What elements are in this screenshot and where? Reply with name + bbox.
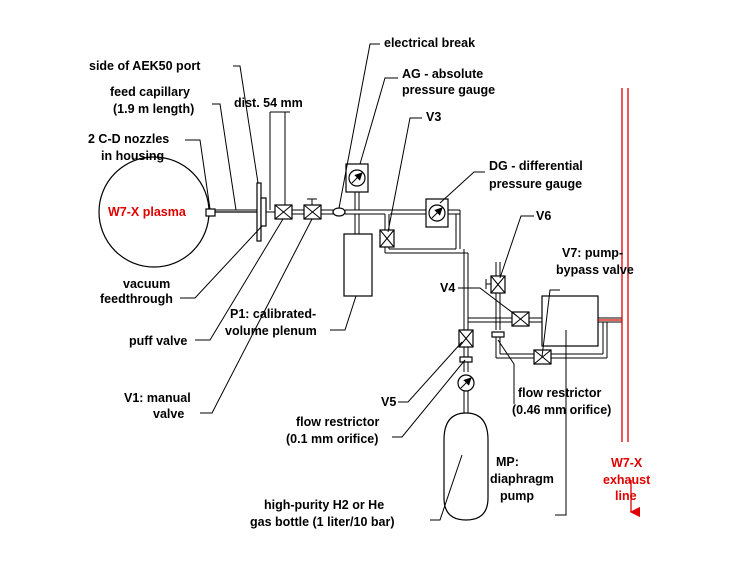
label-fr2-2: (0.46 mm orifice) [512,403,611,417]
leader-side-port [233,65,259,184]
leader-v1 [200,218,313,414]
label-fr1-1: flow restrictor [296,415,379,429]
v5-valve-icon [458,329,474,348]
port-flange [256,182,262,242]
label-exhaust-1: W7-X [611,456,643,470]
label-fr1-2: (0.1 mm orifice) [286,432,378,446]
label-dist: dist. 54 mm [234,96,303,110]
leader-nozzles [185,139,211,210]
label-v5: V5 [381,395,396,409]
bottle-pressure-gauge-icon [457,374,475,392]
label-v3: V3 [426,110,441,124]
label-ag-2: pressure gauge [402,83,495,97]
label-feed-capillary-1: feed capillary [110,85,190,99]
label-v4: V4 [440,281,455,295]
flow-restrictor-large [491,331,505,338]
label-ag-1: AG - absolute [402,67,483,81]
label-v6: V6 [536,209,551,223]
leader-v3 [387,117,422,233]
leader-feedthrough [180,225,263,299]
dg-pressure-gauge-icon [425,198,449,228]
label-nozzles-2: in housing [101,149,164,163]
label-v7-1: V7: pump- [562,246,623,260]
label-mp-2: diaphragm [490,472,554,486]
label-nozzles-1: 2 C-D nozzles [88,132,169,146]
label-feed-capillary-2: (1.9 m length) [113,102,194,116]
label-p1-2: volume plenum [225,324,317,338]
nozzle-housing [205,208,216,217]
leader-v6 [499,215,534,279]
leader-restrictor-large [497,339,515,404]
label-bottle-1: high-purity H2 or He [264,498,384,512]
leader-mp [555,330,567,516]
label-fr2-1: flow restrictor [518,386,601,400]
label-electrical-break: electrical break [384,36,475,50]
leader-puff-valve [195,218,284,341]
plenum-p1 [343,233,373,297]
label-v7-2: bypass valve [556,263,634,277]
label-mp-1: MP: [496,455,519,469]
label-v1-1: V1: manual [124,391,191,405]
leader-bottle [430,454,463,521]
leader-v7 [541,289,560,358]
label-v1-2: valve [153,407,184,421]
label-puff-valve: puff valve [129,334,187,348]
label-feedthrough-1: vacuum [123,277,170,291]
leader-electrical-break [338,43,380,209]
leader-restrictor-small [392,359,466,438]
leader-ag [359,77,398,165]
v3-valve-icon [379,229,395,248]
leader-v4 [458,287,518,317]
gas-bottle [443,412,489,521]
label-mp-3: pump [500,489,534,503]
label-p1-1: P1: calibrated- [230,307,316,321]
label-bottle-2: gas bottle (1 liter/10 bar) [250,515,394,529]
label-exhaust-2: exhaust [603,473,651,487]
flow-restrictor-small [459,356,473,363]
electrical-break-icon [332,207,346,217]
leader-capillary [212,103,237,211]
leader-p1 [330,295,357,331]
leader-dg [439,171,485,204]
label-dg-1: DG - differential [489,159,583,173]
ag-pressure-gauge-icon [345,163,369,193]
diaphragm-pump [541,295,599,347]
label-feedthrough-2: feedthrough [100,292,173,306]
label-exhaust-3: line [615,489,637,503]
v1-valve-icon [303,198,322,220]
leader-v5 [398,341,463,403]
label-dg-2: pressure gauge [489,177,582,191]
label-side-port: side of AEK50 port [89,59,201,73]
plasma-label: W7-X plasma [108,205,187,219]
puff-valve-icon [274,204,293,220]
v6-valve-icon [485,275,506,294]
port-flange-inner [260,197,267,227]
